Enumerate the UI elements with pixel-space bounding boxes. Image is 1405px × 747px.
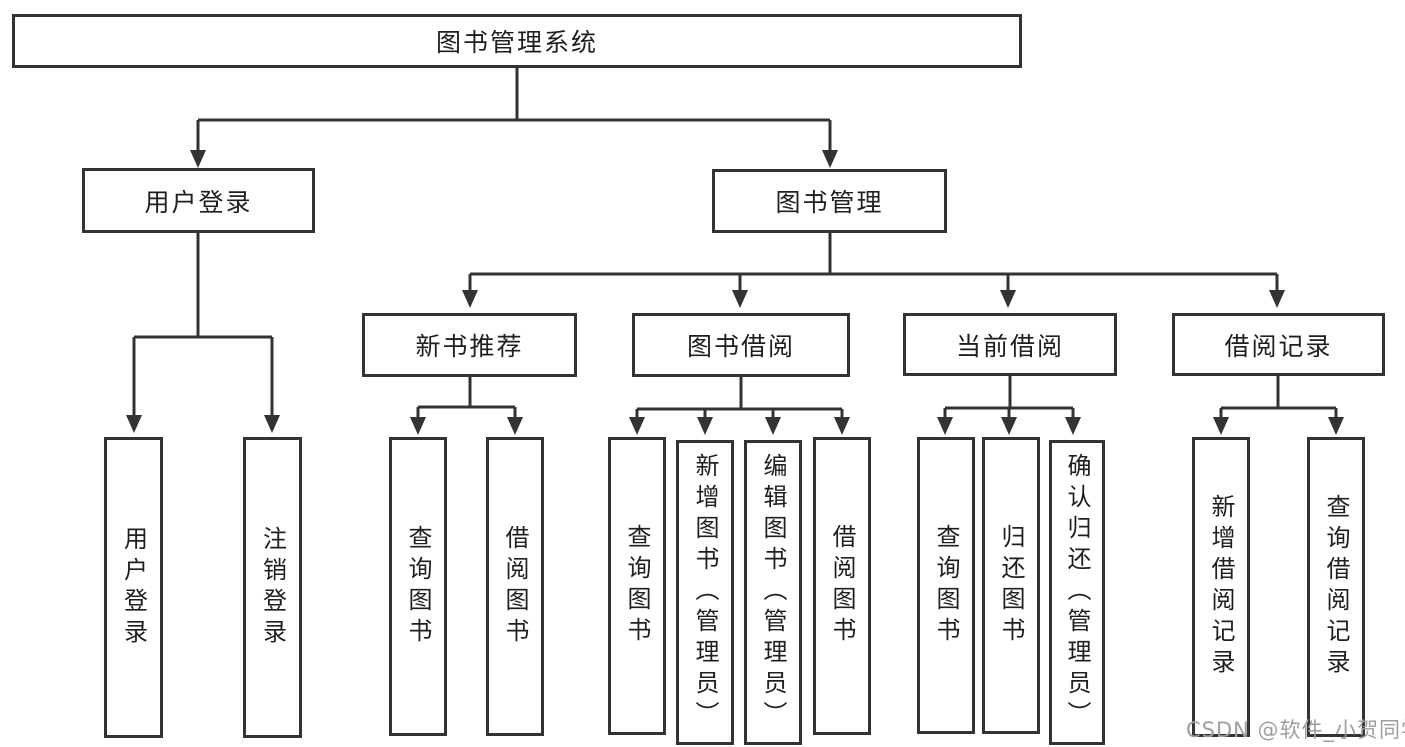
leaf-newbook-query-book: 查询图书	[389, 437, 447, 736]
node-label: 借阅记录	[1224, 331, 1333, 361]
node-borrow-record: 借阅记录	[1172, 313, 1385, 376]
arrowhead	[462, 290, 478, 308]
node-label: 借阅图书	[501, 524, 529, 649]
leaf-borrow-query-book: 查询图书	[608, 437, 666, 735]
leaf-current-confirm-return-admin: 确认归还（管理员）	[1049, 440, 1105, 745]
node-label: 图书管理系统	[435, 28, 598, 57]
arrowhead	[1000, 290, 1016, 308]
arrowhead	[732, 290, 748, 308]
leaf-logout: 注销登录	[243, 437, 302, 738]
arrowhead	[822, 150, 838, 168]
connector-root-to-level2	[196, 68, 832, 152]
arrowheads	[126, 150, 1344, 435]
node-label: 注销登录	[258, 525, 287, 650]
connector-lines	[132, 68, 1338, 419]
node-label: 用户登录	[144, 187, 253, 217]
arrowhead	[126, 415, 142, 433]
connector-new-book-to-leaves	[416, 377, 517, 419]
leaf-borrow-add-book-admin: 新增图书（管理员）	[676, 440, 734, 745]
node-label: 确认归还（管理员）	[1063, 453, 1091, 732]
node-book-management: 图书管理	[712, 169, 947, 233]
arrowhead	[264, 415, 280, 433]
node-label: 查询图书	[404, 524, 432, 649]
node-library-management-system: 图书管理系统	[12, 14, 1022, 68]
leaf-record-query-borrow-record: 查询借阅记录	[1307, 437, 1365, 737]
node-label: 新增借阅记录	[1207, 494, 1235, 680]
connector-user-login-to-leaves	[132, 233, 274, 418]
leaf-newbook-borrow-book: 借阅图书	[486, 437, 544, 736]
arrowhead	[1328, 417, 1344, 435]
node-label: 借阅图书	[828, 524, 856, 648]
arrowhead	[765, 417, 781, 435]
node-label: 编辑图书（管理员）	[759, 453, 787, 732]
node-label: 当前借阅	[955, 331, 1064, 361]
node-current-borrow: 当前借阅	[903, 313, 1117, 376]
arrowhead	[1269, 290, 1285, 308]
connector-borrow-record-to-leaves	[1219, 376, 1338, 419]
node-label: 图书借阅	[686, 332, 795, 361]
leaf-borrow-edit-book-admin: 编辑图书（管理员）	[744, 440, 802, 745]
node-label: 新增图书（管理员）	[691, 453, 719, 732]
node-label: 用户登录	[119, 525, 148, 650]
arrowhead	[937, 417, 953, 435]
node-book-borrow: 图书借阅	[632, 313, 850, 377]
leaf-current-return-book: 归还图书	[982, 437, 1040, 734]
arrowhead	[190, 150, 206, 168]
node-label: 查询借阅记录	[1322, 494, 1350, 680]
connector-book-mgmt-to-level3	[468, 233, 1279, 292]
arrowhead	[1001, 417, 1017, 435]
leaf-current-query-book: 查询图书	[917, 437, 975, 734]
arrowhead	[697, 417, 713, 435]
arrowhead	[834, 417, 850, 435]
node-user-login: 用户登录	[82, 168, 315, 233]
leaf-borrow-borrow-book: 借阅图书	[813, 437, 871, 735]
leaf-record-add-borrow-record: 新增借阅记录	[1192, 437, 1250, 737]
leaf-user-login: 用户登录	[104, 437, 163, 738]
node-label: 图书管理	[775, 188, 884, 217]
node-label: 归还图书	[997, 523, 1025, 648]
connector-book-borrow-to-leaves	[635, 377, 844, 419]
node-new-book-recommend: 新书推荐	[362, 313, 577, 377]
node-label: 查询图书	[932, 523, 960, 648]
connector-current-borrow-to-leaves	[943, 376, 1075, 419]
node-label: 查询图书	[623, 524, 651, 648]
csdn-watermark: CSDN @软件_小贺同学	[1186, 718, 1405, 742]
arrowhead	[410, 417, 426, 435]
arrowhead	[1213, 417, 1229, 435]
node-label: 新书推荐	[415, 332, 524, 361]
arrowhead	[1065, 417, 1081, 435]
arrowhead	[629, 417, 645, 435]
arrowhead	[507, 417, 523, 435]
